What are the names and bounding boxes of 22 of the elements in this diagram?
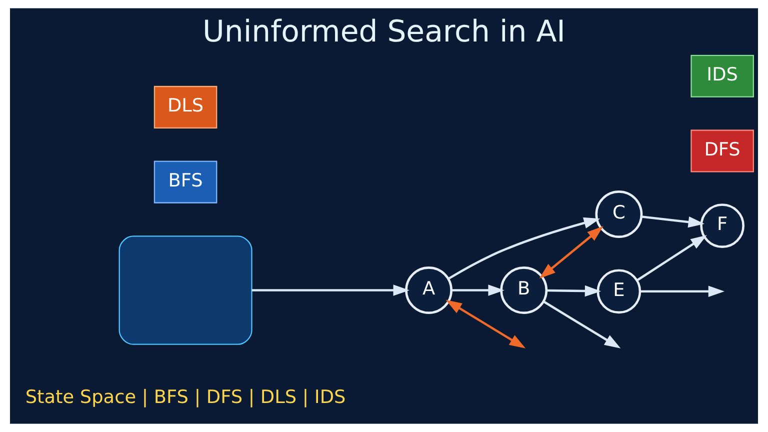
arrow [448,217,600,280]
node-circle: E [596,269,642,314]
arrow [452,284,504,296]
node-box: DLS [154,86,218,129]
arrow [252,284,410,296]
arrow [546,285,602,297]
arrow [543,300,621,348]
arrow [446,300,526,348]
arrow [636,235,707,282]
node-circle: C [595,190,643,238]
node-circle: F [700,204,744,248]
arrow [539,226,604,279]
arrow [642,216,704,228]
node-circle: A [405,266,452,314]
arrow [640,286,724,298]
label: State Space | BFS | DFS | DLS | IDS [25,386,346,408]
diagram-title: Uninformed Search in AI [202,14,566,50]
node-box: BFS [154,160,218,204]
node-circle: B [500,266,548,314]
node-box: IDS [690,54,754,98]
node-box [118,236,252,345]
node-box: DFS [690,130,754,172]
